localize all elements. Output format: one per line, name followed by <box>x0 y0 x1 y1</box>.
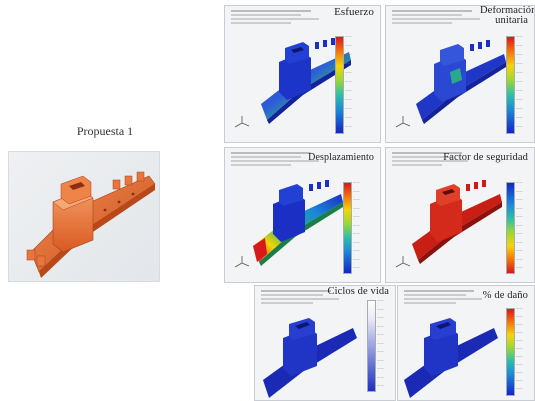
panel-header-text <box>392 10 484 24</box>
proposal-title: Propuesta 1 <box>76 124 134 138</box>
panel-ciclos-vida: Ciclos de vida —————— —————— —————— ———— <box>254 285 396 401</box>
proposal-model-image <box>8 151 160 282</box>
stress-model <box>261 38 351 124</box>
color-scale-ticks: —————— —————— —————— ———— <box>377 298 384 387</box>
color-scale-bar <box>367 300 376 392</box>
life-cycles-model <box>263 318 357 398</box>
axis-triad-icon <box>234 116 250 128</box>
panel-title: Deformación unitaria <box>480 5 535 26</box>
panel-dano: % de daño —————— —————— —————— ———— <box>397 285 535 401</box>
axis-triad-icon <box>395 256 411 268</box>
color-scale-bar <box>335 36 344 134</box>
panel-title: Desplazamiento <box>308 152 374 163</box>
color-scale-ticks: —————— —————— —————— ———— <box>353 180 360 269</box>
color-scale-ticks: —————— —————— —————— ———— <box>345 34 352 128</box>
color-scale-ticks: —————— —————— —————— ———— <box>516 306 523 390</box>
color-scale-bar <box>343 182 352 274</box>
damage-model <box>404 318 498 398</box>
panel-header-text <box>392 152 484 166</box>
displacement-model <box>253 180 343 266</box>
panel-title: Esfuerzo <box>334 6 374 18</box>
bracket-model-orange <box>26 171 156 278</box>
panel-esfuerzo: Esfuerzo —————— —————— —————— ———— <box>224 5 381 143</box>
panel-title: % de daño <box>482 290 528 301</box>
color-scale-bar <box>506 308 515 396</box>
panel-header-text <box>404 290 496 304</box>
color-scale-bar <box>506 182 515 274</box>
panel-header-text <box>231 152 323 166</box>
axis-triad-icon <box>234 256 250 268</box>
safety-factor-model <box>412 180 502 264</box>
color-scale-bar <box>506 36 515 134</box>
axis-triad-icon <box>395 116 411 128</box>
color-scale-ticks: —————— —————— —————— ———— <box>516 34 523 128</box>
panel-desplazamiento: Desplazamiento —————— —————— —————— ———— <box>224 147 381 283</box>
panel-title: Ciclos de vida <box>327 286 389 297</box>
panel-factor-seguridad: Factor de seguridad —————— —————— ——————… <box>385 147 535 283</box>
color-scale-ticks: —————— —————— —————— ———— <box>516 180 523 269</box>
panel-deformacion: Deformación unitaria —————— —————— —————… <box>385 5 535 143</box>
panel-header-text <box>231 10 323 24</box>
panel-title: Factor de seguridad <box>443 152 528 163</box>
panel-header-text <box>261 290 353 304</box>
strain-model <box>416 40 506 124</box>
